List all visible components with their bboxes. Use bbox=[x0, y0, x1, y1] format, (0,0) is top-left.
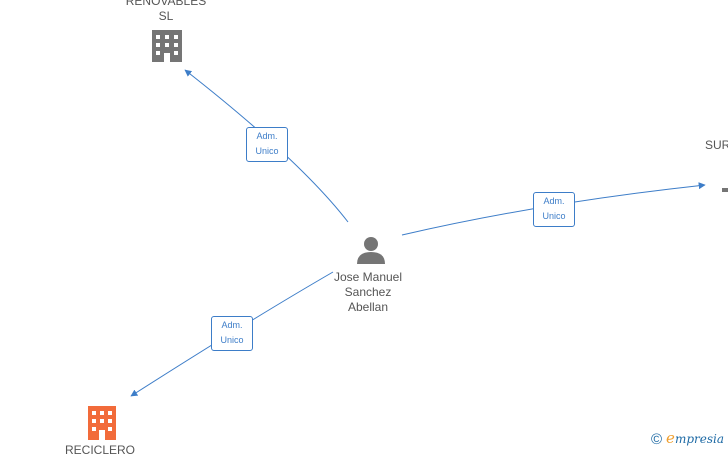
edge-label-company-top[interactable]: Adm. Unico bbox=[246, 127, 288, 162]
person-label[interactable]: Jose Manuel Sanchez Abellan bbox=[318, 270, 418, 315]
edge-role-line1: Adm. bbox=[543, 196, 565, 206]
company-top-label[interactable]: RENOVABLES SL bbox=[120, 0, 212, 24]
building-icon-highlight[interactable] bbox=[88, 406, 116, 440]
company-top-name-line1: RENOVABLES bbox=[125, 0, 207, 8]
brand-watermark: ©empresia bbox=[651, 429, 724, 448]
copyright-icon: © bbox=[650, 431, 663, 448]
company-right-label[interactable]: SUR bbox=[705, 138, 728, 153]
brand-name: mpresia bbox=[674, 432, 724, 446]
edge-role-line2: Unico bbox=[255, 146, 279, 156]
company-bottom-name: RECICLERO bbox=[64, 443, 135, 457]
edge-role-line1: Adm. bbox=[256, 131, 278, 141]
building-icon-right[interactable] bbox=[722, 188, 728, 192]
brand-initial: e bbox=[666, 429, 675, 447]
building-icon[interactable] bbox=[152, 30, 182, 62]
edge-label-company-right[interactable]: Adm. Unico bbox=[533, 192, 575, 227]
company-bottom-label[interactable]: RECICLERO bbox=[54, 443, 146, 458]
edge-role-line1: Adm. bbox=[221, 320, 243, 330]
person-name-line1: Jose Manuel bbox=[333, 270, 403, 284]
edge-label-company-bottom[interactable]: Adm. Unico bbox=[211, 316, 253, 351]
company-right-name: SUR bbox=[705, 138, 728, 152]
person-icon[interactable] bbox=[357, 237, 385, 264]
edge-role-line2: Unico bbox=[220, 335, 244, 345]
edge-role-line2: Unico bbox=[542, 211, 566, 221]
person-name-line2: Sanchez bbox=[344, 285, 392, 299]
company-top-name-line2: SL bbox=[158, 9, 174, 23]
person-name-line3: Abellan bbox=[347, 300, 389, 314]
